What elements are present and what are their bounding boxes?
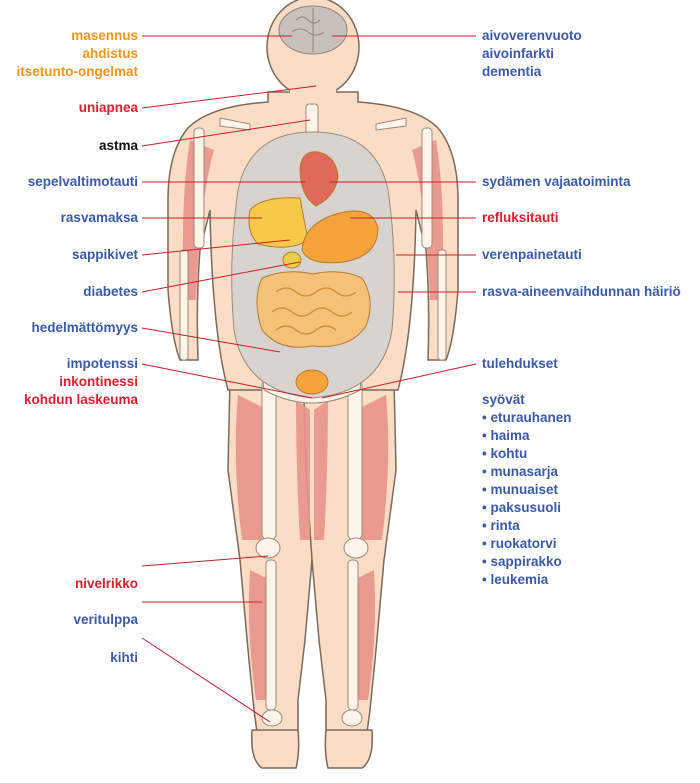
cancer-item: rinta: [482, 517, 572, 535]
cancer-item: sappirakko: [482, 553, 572, 571]
label-rasva-aineenvaihdunta: rasva-aineenvaihdunnan häiriö: [482, 284, 681, 299]
label-veritulppa: veritulppa: [73, 612, 138, 627]
label-aivoverenvuoto: aivoverenvuoto: [482, 28, 582, 43]
cancer-item: ruokatorvi: [482, 535, 572, 553]
label-diabetes: diabetes: [83, 284, 138, 299]
label-mental-health: masennus ahdistus itsetunto-ongelmat: [17, 27, 139, 81]
cancer-item: haima: [482, 427, 572, 445]
label-kohdun-laskeuma: kohdun laskeuma: [23, 392, 138, 407]
liver: [248, 197, 309, 248]
cancer-item: munasarja: [482, 463, 572, 481]
stomach: [301, 210, 379, 264]
cancer-item: paksusuoli: [482, 499, 572, 517]
label-uniapnea: uniapnea: [78, 100, 138, 115]
label-brain-conditions: aivoverenvuoto aivoinfarkti dementia: [482, 27, 582, 81]
label-verenpainetauti: verenpainetauti: [482, 247, 582, 262]
label-astma: astma: [98, 138, 138, 153]
label-masennus: masennus: [71, 28, 138, 43]
label-sydamen-vajaatoiminta: sydämen vajaatoiminta: [482, 174, 631, 189]
intestines: [256, 271, 371, 348]
label-sepelvaltimotauti: sepelvaltimotauti: [27, 174, 138, 189]
label-itsetunto-ongelmat: itsetunto-ongelmat: [16, 64, 139, 79]
label-group-pelvic: impotenssi inkontinessi kohdun laskeuma: [24, 355, 138, 409]
label-sappikivet: sappikivet: [71, 247, 138, 262]
label-syovat-title: syövät: [482, 392, 525, 407]
label-hedelmattomyys: hedelmättömyys: [31, 320, 138, 335]
label-aivoinfarkti: aivoinfarkti: [482, 46, 555, 61]
label-rasvamaksa: rasvamaksa: [60, 210, 138, 225]
label-dementia: dementia: [482, 64, 542, 79]
label-kihti: kihti: [110, 650, 138, 665]
cancer-item: munuaiset: [482, 481, 572, 499]
muscle-layer: [182, 140, 444, 700]
label-refluksitauti: refluksitauti: [482, 210, 559, 225]
label-tulehdukset: tulehdukset: [482, 356, 558, 371]
organs: [248, 151, 379, 395]
label-impotenssi: impotenssi: [66, 356, 138, 371]
cancer-item: kohtu: [482, 445, 572, 463]
label-inkontinessi: inkontinessi: [59, 374, 138, 389]
label-ahdistus: ahdistus: [82, 46, 138, 61]
cancer-item: eturauhanen: [482, 409, 571, 427]
cancer-item: leukemia: [482, 571, 572, 589]
gallbladder: [282, 251, 302, 269]
label-group-cancers: syövät eturauhanen haima kohtu munasarja…: [482, 391, 572, 589]
bladder: [295, 369, 329, 395]
heart: [299, 151, 339, 207]
leader-lines: [141, 35, 477, 723]
label-nivelrikko: nivelrikko: [74, 576, 138, 591]
